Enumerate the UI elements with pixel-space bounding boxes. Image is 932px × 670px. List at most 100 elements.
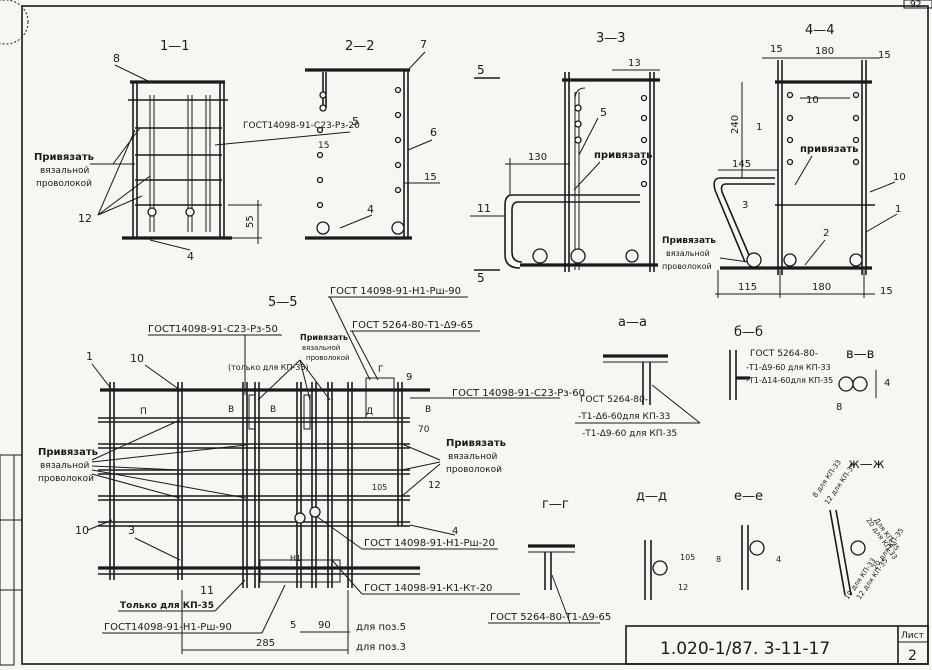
cut-v-left: В <box>228 405 234 415</box>
section-3-3-title: 3—3 <box>596 31 626 46</box>
dim-15-top-a: 15 <box>770 44 783 55</box>
pos-10-label-4: 10 <box>75 524 89 537</box>
section-1-1-title: 1—1 <box>160 39 190 54</box>
dim-15-c: 15 <box>424 172 437 183</box>
dim-15-top-b: 15 <box>878 50 891 61</box>
stamp-seal <box>0 0 29 45</box>
tie-note-1c: проволокой <box>36 179 92 189</box>
side-stamp <box>0 454 15 666</box>
section-zh-zh-title: ж—ж <box>848 457 885 472</box>
tie-short-2: привязать <box>800 144 859 155</box>
dim-4-ee: 4 <box>776 555 781 564</box>
pos-13-label: 13 <box>628 58 641 69</box>
cut-p-label: П <box>140 407 147 417</box>
tie-note-4b: вязальной <box>40 461 89 471</box>
pos-12-label-1: 12 <box>78 212 92 225</box>
tie-note-2c: проволокой <box>662 262 712 271</box>
title-block <box>625 625 929 665</box>
dim-4-vv: 4 <box>884 378 890 389</box>
section-2-2-title: 2—2 <box>345 39 375 54</box>
tie-note-1b: вязальной <box>40 166 89 176</box>
pos-6-label: 6 <box>430 126 437 139</box>
sheet-frame <box>21 5 929 665</box>
section-e-e-title: е—е <box>734 489 763 504</box>
section-e-e: е—е 8 4 <box>716 489 781 590</box>
drawing-code: 1.020-1/87. 3-11-17 <box>660 639 830 659</box>
pos-11-label-1: 11 <box>477 202 491 215</box>
tie-note-4a: Привязать <box>38 447 98 458</box>
bb-gost-3: -Т1-Δ14-60для КП-35 <box>746 376 833 385</box>
tie-note-2a: Привязать <box>662 236 716 246</box>
tie-note-5a: Привязать <box>446 438 506 449</box>
pos-10-label-1: 10 <box>806 95 819 106</box>
pos-3-label-1: 3 <box>742 200 748 211</box>
dim-5: 5 <box>290 620 296 631</box>
dim-130: 130 <box>528 152 547 163</box>
pos-9-label: 9 <box>406 372 412 383</box>
pos-1-label-3: 1 <box>86 350 93 363</box>
section-zh-zh: ж—ж 8 для КП-33 12 для КП-35 20 для КП-3… <box>811 457 905 601</box>
pos-8-label: 8 <box>113 52 120 65</box>
tie-note-5c: проволокой <box>446 465 502 475</box>
only-kp35-note-b: (только для КП-35) <box>228 363 309 372</box>
pos-1-label-1: 1 <box>756 122 762 133</box>
bb-gost-1: ГОСТ 5264-80- <box>750 349 818 359</box>
section-v-v-title: в—в <box>846 347 874 362</box>
pos-5-label-2: 5 <box>600 106 607 119</box>
note-for-poz5: для поз.5 <box>356 622 406 633</box>
section-g-g-title: г—г <box>542 497 569 512</box>
dim-8-ee: 8 <box>716 555 721 564</box>
section-a-a: а—а ГОСТ 5264-80- -Т1-Δ6-60для КП-33 -Т1… <box>575 315 701 439</box>
gost-label-3: ГОСТ 5264-80-Т1-Δ9-65 <box>352 320 473 331</box>
aa-gost-1: ГОСТ 5264-80- <box>580 395 648 405</box>
gost-label-1: ГОСТ14098-91-С23-Рз-20 <box>243 121 360 131</box>
dim-240: 240 <box>730 115 741 134</box>
tie-note-3b: вязальной <box>302 344 340 352</box>
aa-gost-3: -Т1-Δ9-60 для КП-35 <box>582 429 677 439</box>
section-b-b-title: б—б <box>734 325 763 340</box>
dim-15-bottom: 15 <box>880 286 893 297</box>
dim-15-a: 15 <box>318 141 329 151</box>
tie-note-5b: вязальной <box>448 452 497 462</box>
section-v-v: в—в 4 8 <box>836 347 890 413</box>
dim-285: 285 <box>256 638 275 649</box>
dim-55: 55 <box>245 215 256 228</box>
note-for-poz3: для поз.3 <box>356 642 406 653</box>
pos-3-label-2: 3 <box>128 524 135 537</box>
tie-note-1a: Привязать <box>34 152 94 163</box>
dim-8-vv: 8 <box>836 402 842 413</box>
dim-105: 105 <box>372 483 387 492</box>
section-a-a-title: а—а <box>618 315 647 330</box>
cut-v-mid: В <box>270 405 276 415</box>
only-kp35-note: Только для КП-35 <box>120 601 214 611</box>
gost-label-8: ГОСТ14098-91-Н1-Рш-90 <box>104 622 232 633</box>
pos-4-label-3: 4 <box>452 526 458 537</box>
tie-short-1: привязать <box>594 150 653 161</box>
dim-d-d-2: 12 <box>678 583 688 592</box>
cut-d-label: Д <box>366 407 373 417</box>
section-d-d: д—д 105 12 <box>636 489 695 600</box>
gost-label-7: ГОСТ 14098-91-К1-Кт-20 <box>364 583 492 594</box>
pos-10-label-3: 10 <box>130 352 144 365</box>
cut-h-label: Н1 <box>290 554 301 563</box>
pos-1-label-2: 1 <box>895 204 901 215</box>
section-b-b: б—б ГОСТ 5264-80- -Т1-Δ9-60 для КП-33 -Т… <box>729 325 833 400</box>
dim-70: 70 <box>418 425 430 435</box>
cut-g-top: Г <box>378 365 384 375</box>
tie-note-3c: проволокой <box>306 354 350 362</box>
sheet-label: Лист <box>901 631 924 641</box>
sheet-number: 2 <box>908 648 917 664</box>
pos-5-label-1: 5 <box>352 115 359 128</box>
tie-note-3a: Привязать <box>300 333 348 342</box>
gost-label-5: ГОСТ 14098-91-С23-Рз-60 <box>452 388 585 399</box>
section-2-2: 2—2 7 5 15 6 15 4 <box>305 38 440 240</box>
dim-d-d-1: 105 <box>680 553 695 562</box>
pos-4-label-1: 4 <box>187 250 194 263</box>
pos-4-label-2: 4 <box>367 203 374 216</box>
pos-10-label-2: 10 <box>893 172 906 183</box>
pos-2-label: 2 <box>823 228 829 239</box>
cut-v-right: В <box>425 405 431 415</box>
aa-gost-2: -Т1-Δ6-60для КП-33 <box>578 412 670 422</box>
section-3-3: 3—3 13 5 привязать 130 11 5 5 <box>470 31 660 285</box>
